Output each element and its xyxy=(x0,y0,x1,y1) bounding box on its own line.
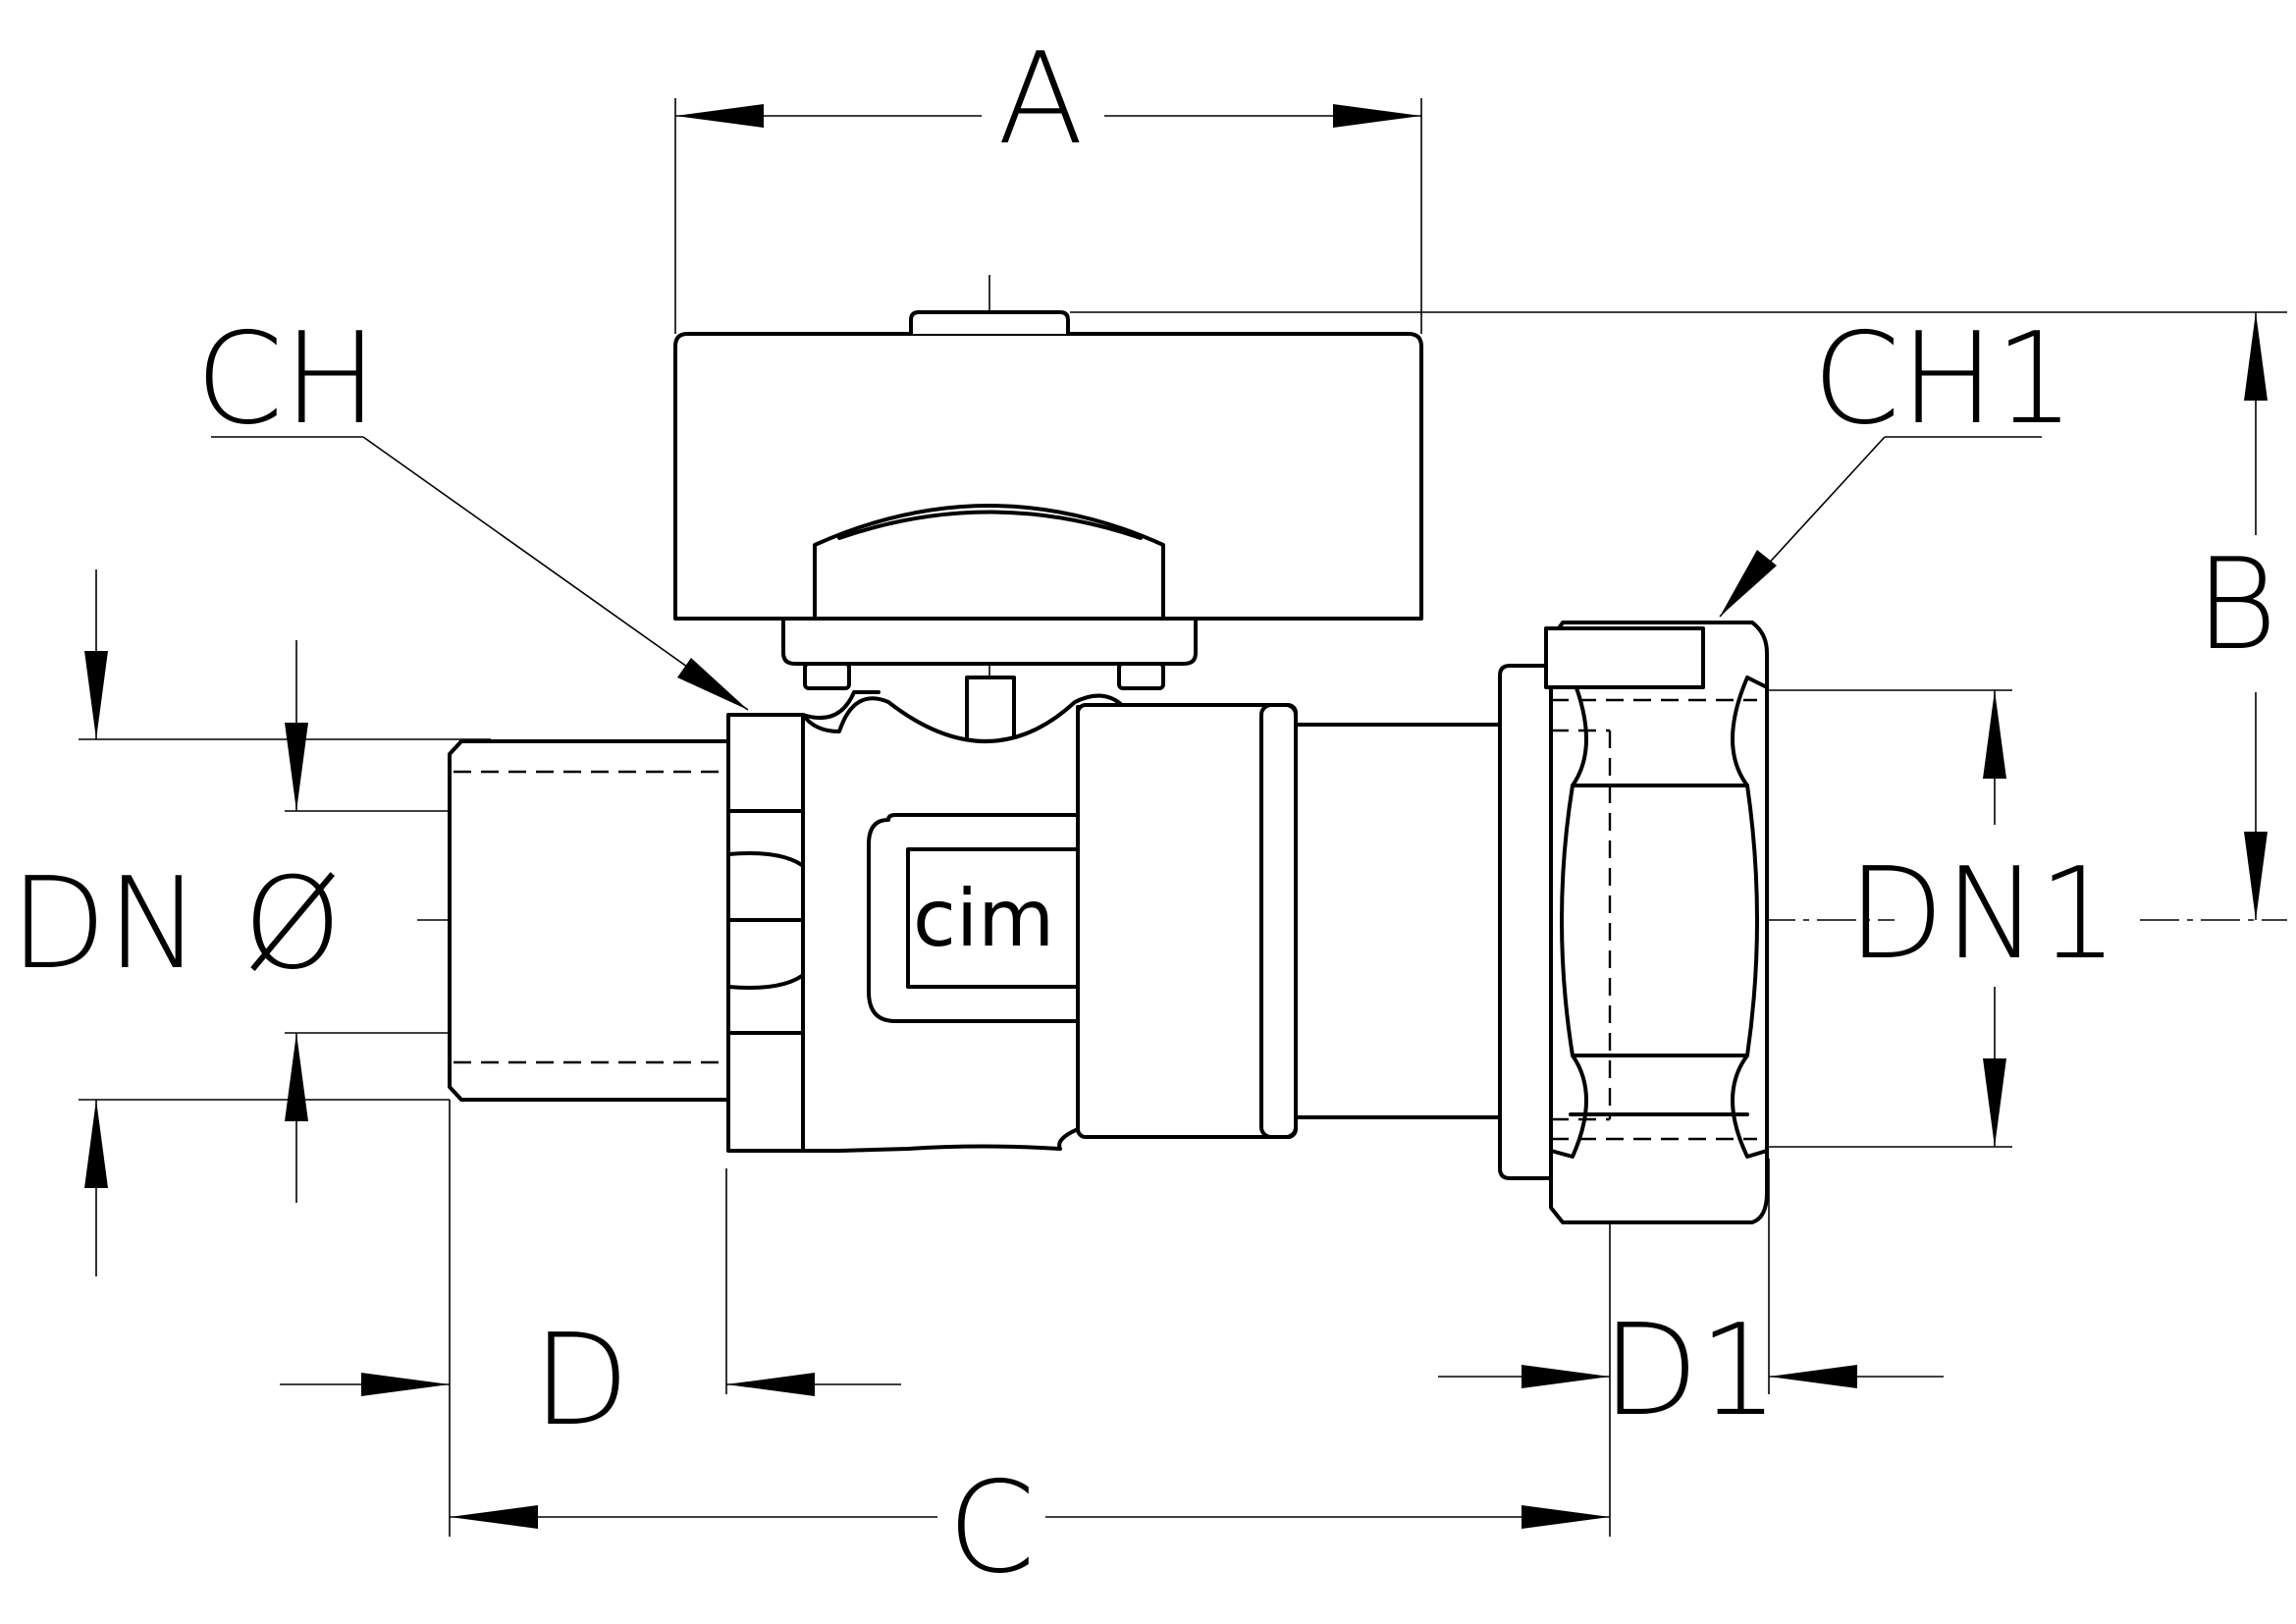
labels: A B C D D1 CH CH1 DN Ø DN1 xyxy=(10,27,2277,1601)
brand-logo: cim xyxy=(913,873,1054,964)
dimension-a xyxy=(675,104,1421,128)
dimension-dn1 xyxy=(1983,690,2006,1147)
dimension-d xyxy=(280,1373,901,1396)
label-d: D xyxy=(533,1308,630,1454)
dimension-b xyxy=(2244,312,2268,920)
leader-ch1 xyxy=(1719,436,2042,618)
dimension-diameter xyxy=(285,640,308,1203)
label-a: A xyxy=(997,27,1084,173)
dimension-dn xyxy=(84,569,108,1276)
valve-drawing: cim xyxy=(448,310,1769,1224)
label-b: B xyxy=(2195,532,2277,678)
label-c: C xyxy=(947,1455,1035,1601)
leader-ch xyxy=(211,436,749,711)
label-ch: CH xyxy=(195,306,378,453)
label-d1: D1 xyxy=(1602,1298,1779,1444)
label-ch1: CH1 xyxy=(1812,306,2074,453)
label-dn1: DN1 xyxy=(1847,841,2118,988)
dimension-d1 xyxy=(1438,1365,1944,1388)
label-dn: DN xyxy=(10,851,200,998)
label-diameter: Ø xyxy=(243,851,343,998)
dimension-c xyxy=(450,1505,1610,1529)
